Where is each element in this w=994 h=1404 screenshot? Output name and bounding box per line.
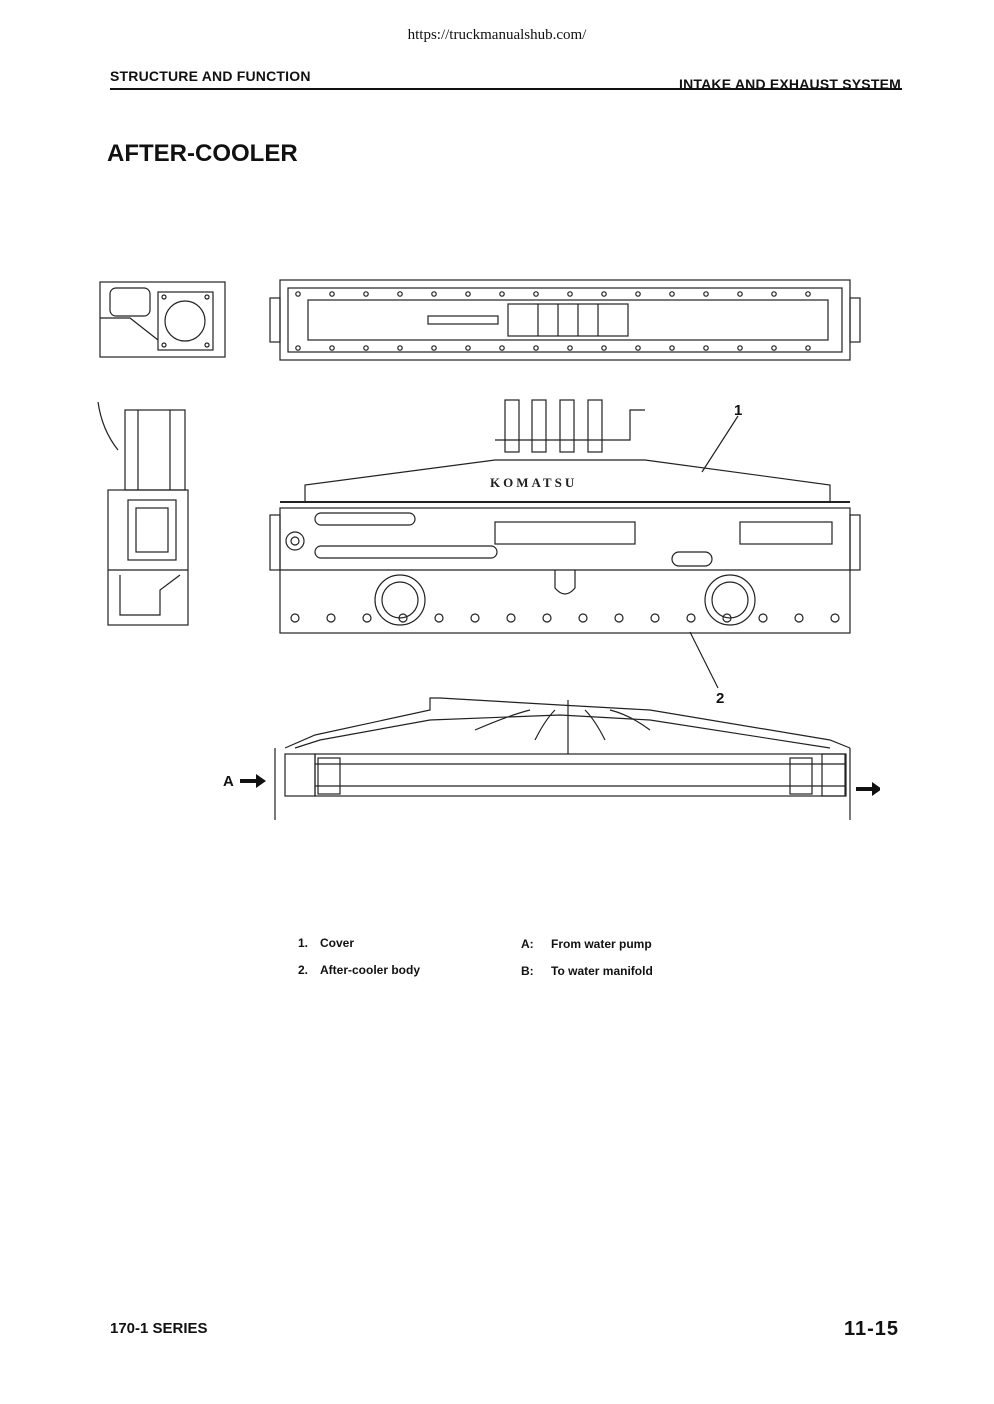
bolt-hole bbox=[578, 613, 588, 623]
bolt-hole bbox=[758, 613, 768, 623]
bolt-hole bbox=[499, 291, 505, 297]
komatsu-logo: KOMATSU bbox=[490, 475, 577, 490]
bolt-hole bbox=[326, 613, 336, 623]
flow-arrow-a bbox=[240, 774, 266, 788]
bolt-hole bbox=[635, 291, 641, 297]
bolt-hole bbox=[465, 345, 471, 351]
cross-section-side bbox=[97, 401, 189, 626]
page-title: AFTER-COOLER bbox=[107, 140, 298, 167]
source-url[interactable]: https://truckmanualshub.com/ bbox=[407, 27, 587, 43]
bolt-hole bbox=[329, 291, 335, 297]
label-a: A bbox=[223, 773, 234, 790]
plan-view-top bbox=[269, 279, 861, 361]
bolt-hole bbox=[329, 345, 335, 351]
bolt-hole bbox=[601, 345, 607, 351]
bolt-hole bbox=[805, 345, 811, 351]
legend-flow-a: A:From water pump bbox=[521, 937, 652, 951]
bolt-hole bbox=[363, 291, 369, 297]
bolt-hole bbox=[686, 613, 696, 623]
legend-flow-b: B:To water manifold bbox=[521, 964, 653, 978]
section-header: STRUCTURE AND FUNCTION bbox=[110, 68, 311, 84]
end-view-top bbox=[99, 281, 226, 358]
legend-item-2: 2.After-cooler body bbox=[298, 963, 421, 977]
longitudinal-section bbox=[274, 697, 851, 820]
callout-2: 2 bbox=[716, 690, 724, 707]
svg-text:KOMATSU: KOMATSU bbox=[490, 475, 577, 490]
bolt-hole bbox=[771, 291, 777, 297]
bolt-hole bbox=[542, 613, 552, 623]
bolt-hole bbox=[533, 291, 539, 297]
bolt-hole bbox=[434, 613, 444, 623]
bolt-hole bbox=[635, 345, 641, 351]
bolt-hole bbox=[567, 345, 573, 351]
bolt-hole bbox=[722, 613, 732, 623]
bolt-hole bbox=[614, 613, 624, 623]
bolt-hole bbox=[737, 291, 743, 297]
bolt-hole bbox=[397, 345, 403, 351]
front-elevation bbox=[269, 399, 861, 634]
bolt-hole bbox=[470, 613, 480, 623]
bolt-hole bbox=[398, 613, 408, 623]
bolt-hole bbox=[363, 345, 369, 351]
bolt-hole bbox=[431, 345, 437, 351]
bolt-hole bbox=[601, 291, 607, 297]
header-rule bbox=[110, 88, 902, 90]
page-number: 11-15 bbox=[843, 1318, 899, 1340]
bolt-hole bbox=[669, 345, 675, 351]
bolt-hole bbox=[295, 345, 301, 351]
bolt-hole bbox=[533, 345, 539, 351]
callout-1: 1 bbox=[734, 402, 742, 419]
bolt-hole bbox=[290, 613, 300, 623]
bolt-hole bbox=[397, 291, 403, 297]
bolt-hole bbox=[499, 345, 505, 351]
callout-leaders bbox=[689, 415, 739, 689]
bolt-hole bbox=[805, 291, 811, 297]
bolt-hole bbox=[737, 345, 743, 351]
legend-item-1: 1.Cover bbox=[298, 936, 355, 950]
bolt-hole bbox=[295, 291, 301, 297]
flow-arrow-b bbox=[856, 782, 880, 796]
bolt-hole bbox=[506, 613, 516, 623]
bolt-hole bbox=[771, 345, 777, 351]
bolt-hole bbox=[669, 291, 675, 297]
bolt-hole bbox=[431, 291, 437, 297]
after-cooler-drawing: 1 2 KOMATSU A B bbox=[97, 279, 880, 820]
bolt-hole bbox=[362, 613, 372, 623]
bolt-hole bbox=[794, 613, 804, 623]
bolt-hole bbox=[703, 291, 709, 297]
bolt-hole bbox=[465, 291, 471, 297]
bolt-hole bbox=[567, 291, 573, 297]
bolt-hole bbox=[703, 345, 709, 351]
bolt-hole bbox=[830, 613, 840, 623]
series-label: 170-1 SERIES bbox=[110, 1320, 208, 1337]
bolt-hole bbox=[650, 613, 660, 623]
